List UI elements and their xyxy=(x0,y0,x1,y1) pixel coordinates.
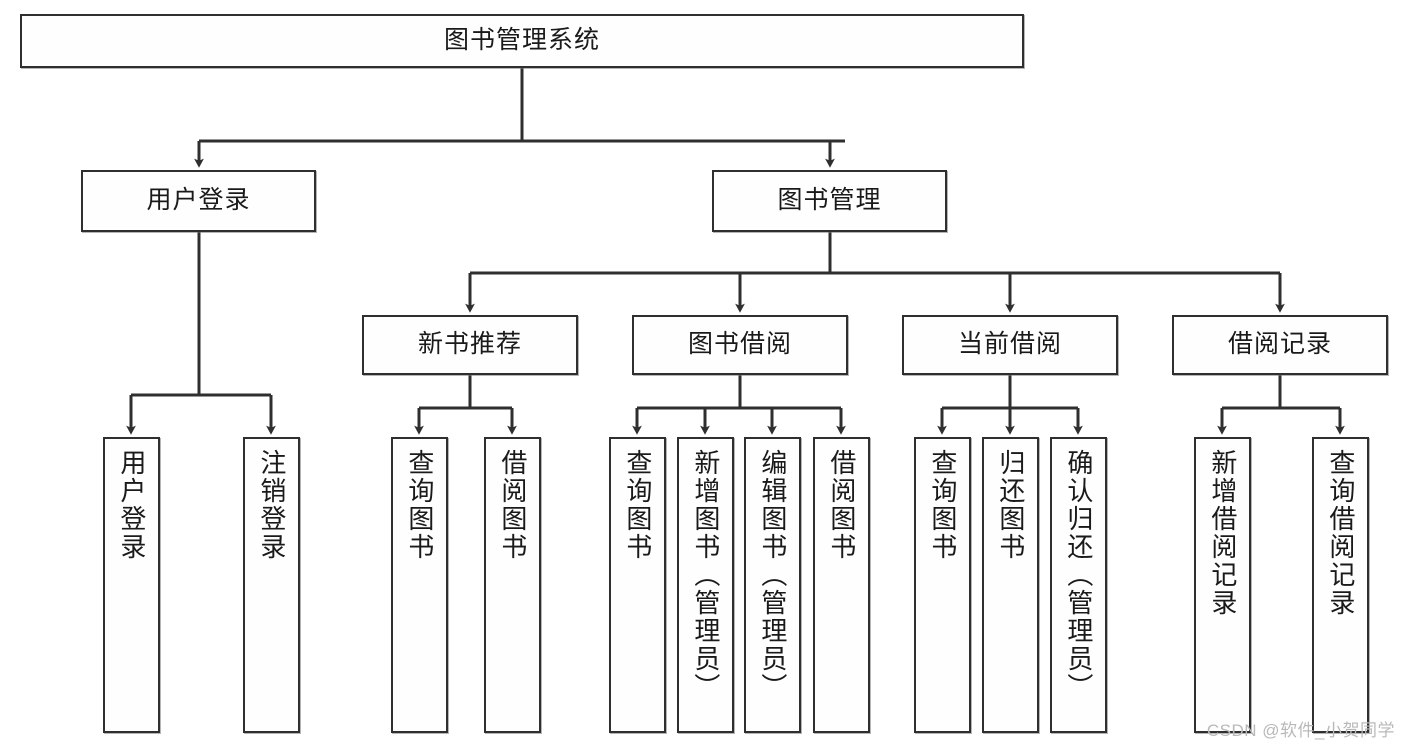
leaf-user-logout[interactable]: 注销登录 xyxy=(243,437,300,733)
leaf-record-add-borrow-record[interactable]: 新增借阅记录 xyxy=(1194,437,1251,733)
node-label: 借阅记录 xyxy=(1227,330,1332,359)
node-root-system[interactable]: 图书管理系统 xyxy=(20,14,1024,68)
leaf-current-query-book[interactable]: 查询图书 xyxy=(914,437,971,733)
leaf-borrow-add-book-admin[interactable]: 新增图书（管理员） xyxy=(677,437,734,733)
node-user-login[interactable]: 用户登录 xyxy=(81,170,316,232)
leaf-borrow-borrow-book[interactable]: 借阅图书 xyxy=(813,437,870,733)
node-label: 图书借阅 xyxy=(687,330,792,359)
leaf-borrow-edit-book-admin[interactable]: 编辑图书（管理员） xyxy=(744,437,801,733)
node-current-borrow[interactable]: 当前借阅 xyxy=(902,315,1118,375)
leaf-record-query-borrow-record[interactable]: 查询借阅记录 xyxy=(1312,437,1369,733)
node-label: 注销登录 xyxy=(256,449,287,561)
node-label: 新增图书（管理员） xyxy=(690,449,721,701)
node-book-management[interactable]: 图书管理 xyxy=(712,170,947,232)
node-label: 确认归还（管理员） xyxy=(1063,449,1094,701)
node-label: 查询图书 xyxy=(622,449,653,561)
leaf-borrow-query-book[interactable]: 查询图书 xyxy=(609,437,666,733)
leaf-recommend-query-book[interactable]: 查询图书 xyxy=(391,437,448,733)
node-label: 编辑图书（管理员） xyxy=(757,449,788,701)
watermark: CSDN @软件_小贺同学 xyxy=(1206,721,1395,740)
leaf-recommend-borrow-book[interactable]: 借阅图书 xyxy=(484,437,541,733)
node-label: 借阅图书 xyxy=(826,449,857,561)
node-borrow-record[interactable]: 借阅记录 xyxy=(1172,315,1388,375)
node-label: 归还图书 xyxy=(995,449,1026,561)
node-label: 当前借阅 xyxy=(957,330,1062,359)
node-label: 查询借阅记录 xyxy=(1325,449,1356,617)
node-label: 图书管理系统 xyxy=(443,26,600,55)
leaf-current-return-book[interactable]: 归还图书 xyxy=(982,437,1039,733)
leaf-current-confirm-return-admin[interactable]: 确认归还（管理员） xyxy=(1050,437,1107,733)
node-label: 用户登录 xyxy=(116,449,147,561)
node-label: 新增借阅记录 xyxy=(1207,449,1238,617)
node-label: 用户登录 xyxy=(146,186,251,215)
node-book-borrow[interactable]: 图书借阅 xyxy=(632,315,848,375)
node-label: 借阅图书 xyxy=(497,449,528,561)
node-label: 新书推荐 xyxy=(417,330,522,359)
node-label: 查询图书 xyxy=(404,449,435,561)
node-label: 查询图书 xyxy=(927,449,958,561)
node-label: 图书管理 xyxy=(777,186,882,215)
leaf-user-login-do[interactable]: 用户登录 xyxy=(103,437,160,733)
node-new-book-recommend[interactable]: 新书推荐 xyxy=(362,315,578,375)
